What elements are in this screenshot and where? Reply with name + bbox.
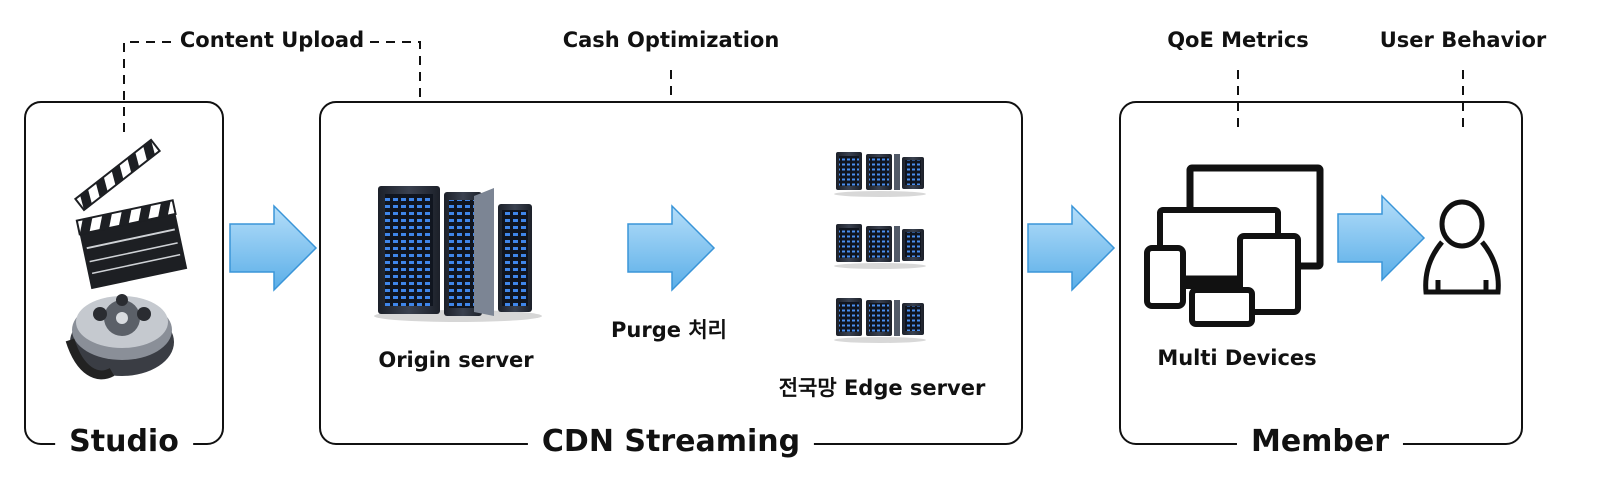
multi-devices-label: Multi Devices <box>1157 346 1317 370</box>
annotation-connectors <box>123 41 1464 132</box>
user-icon <box>1423 199 1501 295</box>
content-upload-annotation: Content Upload <box>173 28 371 52</box>
cdn-streaming-title: CDN Streaming <box>527 424 815 459</box>
studio-title: Studio <box>55 424 193 459</box>
qoe-metrics-annotation: QoE Metrics <box>1161 28 1315 52</box>
edge-server-rack-icon <box>834 152 926 197</box>
clapperboard-film-reel-icon <box>65 138 188 380</box>
edge-server-rack-icon <box>834 298 926 343</box>
server-rack-icon <box>374 186 542 322</box>
user-behavior-annotation: User Behavior <box>1373 28 1553 52</box>
edge-server-rack-icon <box>834 224 926 269</box>
member-title: Member <box>1236 424 1404 459</box>
arrow-right-icon <box>229 205 317 291</box>
cash-optimization-annotation: Cash Optimization <box>556 28 786 52</box>
arrow-right-icon <box>1337 195 1425 281</box>
purge-label: Purge 처리 <box>611 318 727 342</box>
devices-icon <box>1144 164 1324 327</box>
origin-server-label: Origin server <box>378 348 534 372</box>
arrow-right-icon <box>627 205 715 291</box>
arrow-right-icon <box>1027 205 1115 291</box>
edge-server-label: 전국망 Edge server <box>778 376 986 400</box>
